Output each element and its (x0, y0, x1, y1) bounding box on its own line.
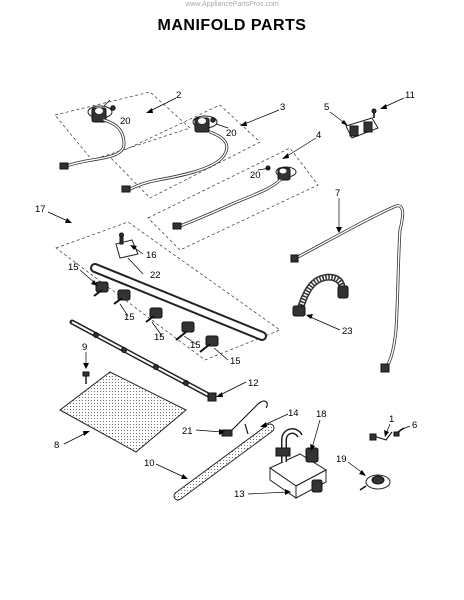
callout-3: 3 (280, 102, 285, 113)
part-8-cover-plate (59, 371, 187, 453)
callout-20-c: 20 (250, 170, 261, 181)
part-7-gas-tube (290, 204, 405, 373)
valve-15-e (199, 335, 219, 353)
screw-9 (82, 371, 90, 384)
part-13-regulator (268, 428, 328, 499)
callout-20-b: 20 (226, 128, 237, 139)
callout-17: 17 (35, 204, 46, 215)
callout-23: 23 (342, 326, 353, 337)
part-5-bracket (345, 108, 379, 139)
callout-15-d: 15 (190, 340, 201, 351)
callout-5: 5 (324, 102, 329, 113)
leader-lines (47, 97, 411, 495)
part-1-clip (369, 431, 393, 441)
callout-12: 12 (248, 378, 259, 389)
callout-21: 21 (182, 426, 193, 437)
manifold-assembly (90, 232, 267, 353)
callout-4: 4 (316, 130, 321, 141)
callout-14: 14 (288, 408, 299, 419)
page-title: MANIFOLD PARTS (157, 17, 307, 34)
callout-9: 9 (82, 342, 87, 353)
watermark: www.AppliancePartsPros.com (185, 1, 279, 8)
callout-20-a: 20 (120, 116, 131, 127)
callout-15-a: 15 (68, 262, 79, 273)
part-19-valve (359, 474, 391, 491)
callout-8: 8 (54, 440, 59, 451)
group-box-burner-2 (109, 104, 261, 199)
callout-16: 16 (146, 250, 157, 261)
callout-2: 2 (176, 90, 181, 101)
callout-10: 10 (144, 458, 155, 469)
group-box-burner-3 (147, 147, 319, 251)
callout-18: 18 (316, 409, 327, 420)
callout-1: 1 (389, 414, 394, 425)
burner-valve-4 (172, 165, 297, 230)
valve-15-a (93, 281, 109, 297)
valve-15-d (175, 321, 195, 341)
group-box-manifold (55, 221, 281, 361)
callout-7: 7 (335, 188, 340, 199)
part-12-rail (69, 319, 217, 402)
callout-22: 22 (150, 270, 161, 281)
callout-labels: 2 3 4 5 11 20 20 20 7 17 16 22 15 15 15 … (35, 90, 417, 500)
part-10-tube (173, 423, 275, 501)
burner-valve-3 (121, 115, 229, 193)
callout-6: 6 (412, 420, 417, 431)
callout-19: 19 (336, 454, 347, 465)
part-23-flex-hose (292, 273, 349, 317)
callout-13: 13 (234, 489, 245, 500)
callout-11: 11 (405, 90, 415, 101)
burner-valve-2 (59, 105, 126, 170)
callout-15-b: 15 (124, 312, 135, 323)
callout-15-e: 15 (230, 356, 241, 367)
valve-15-c (145, 307, 163, 323)
valve-15-b (113, 289, 131, 305)
callout-15-c: 15 (154, 332, 165, 343)
